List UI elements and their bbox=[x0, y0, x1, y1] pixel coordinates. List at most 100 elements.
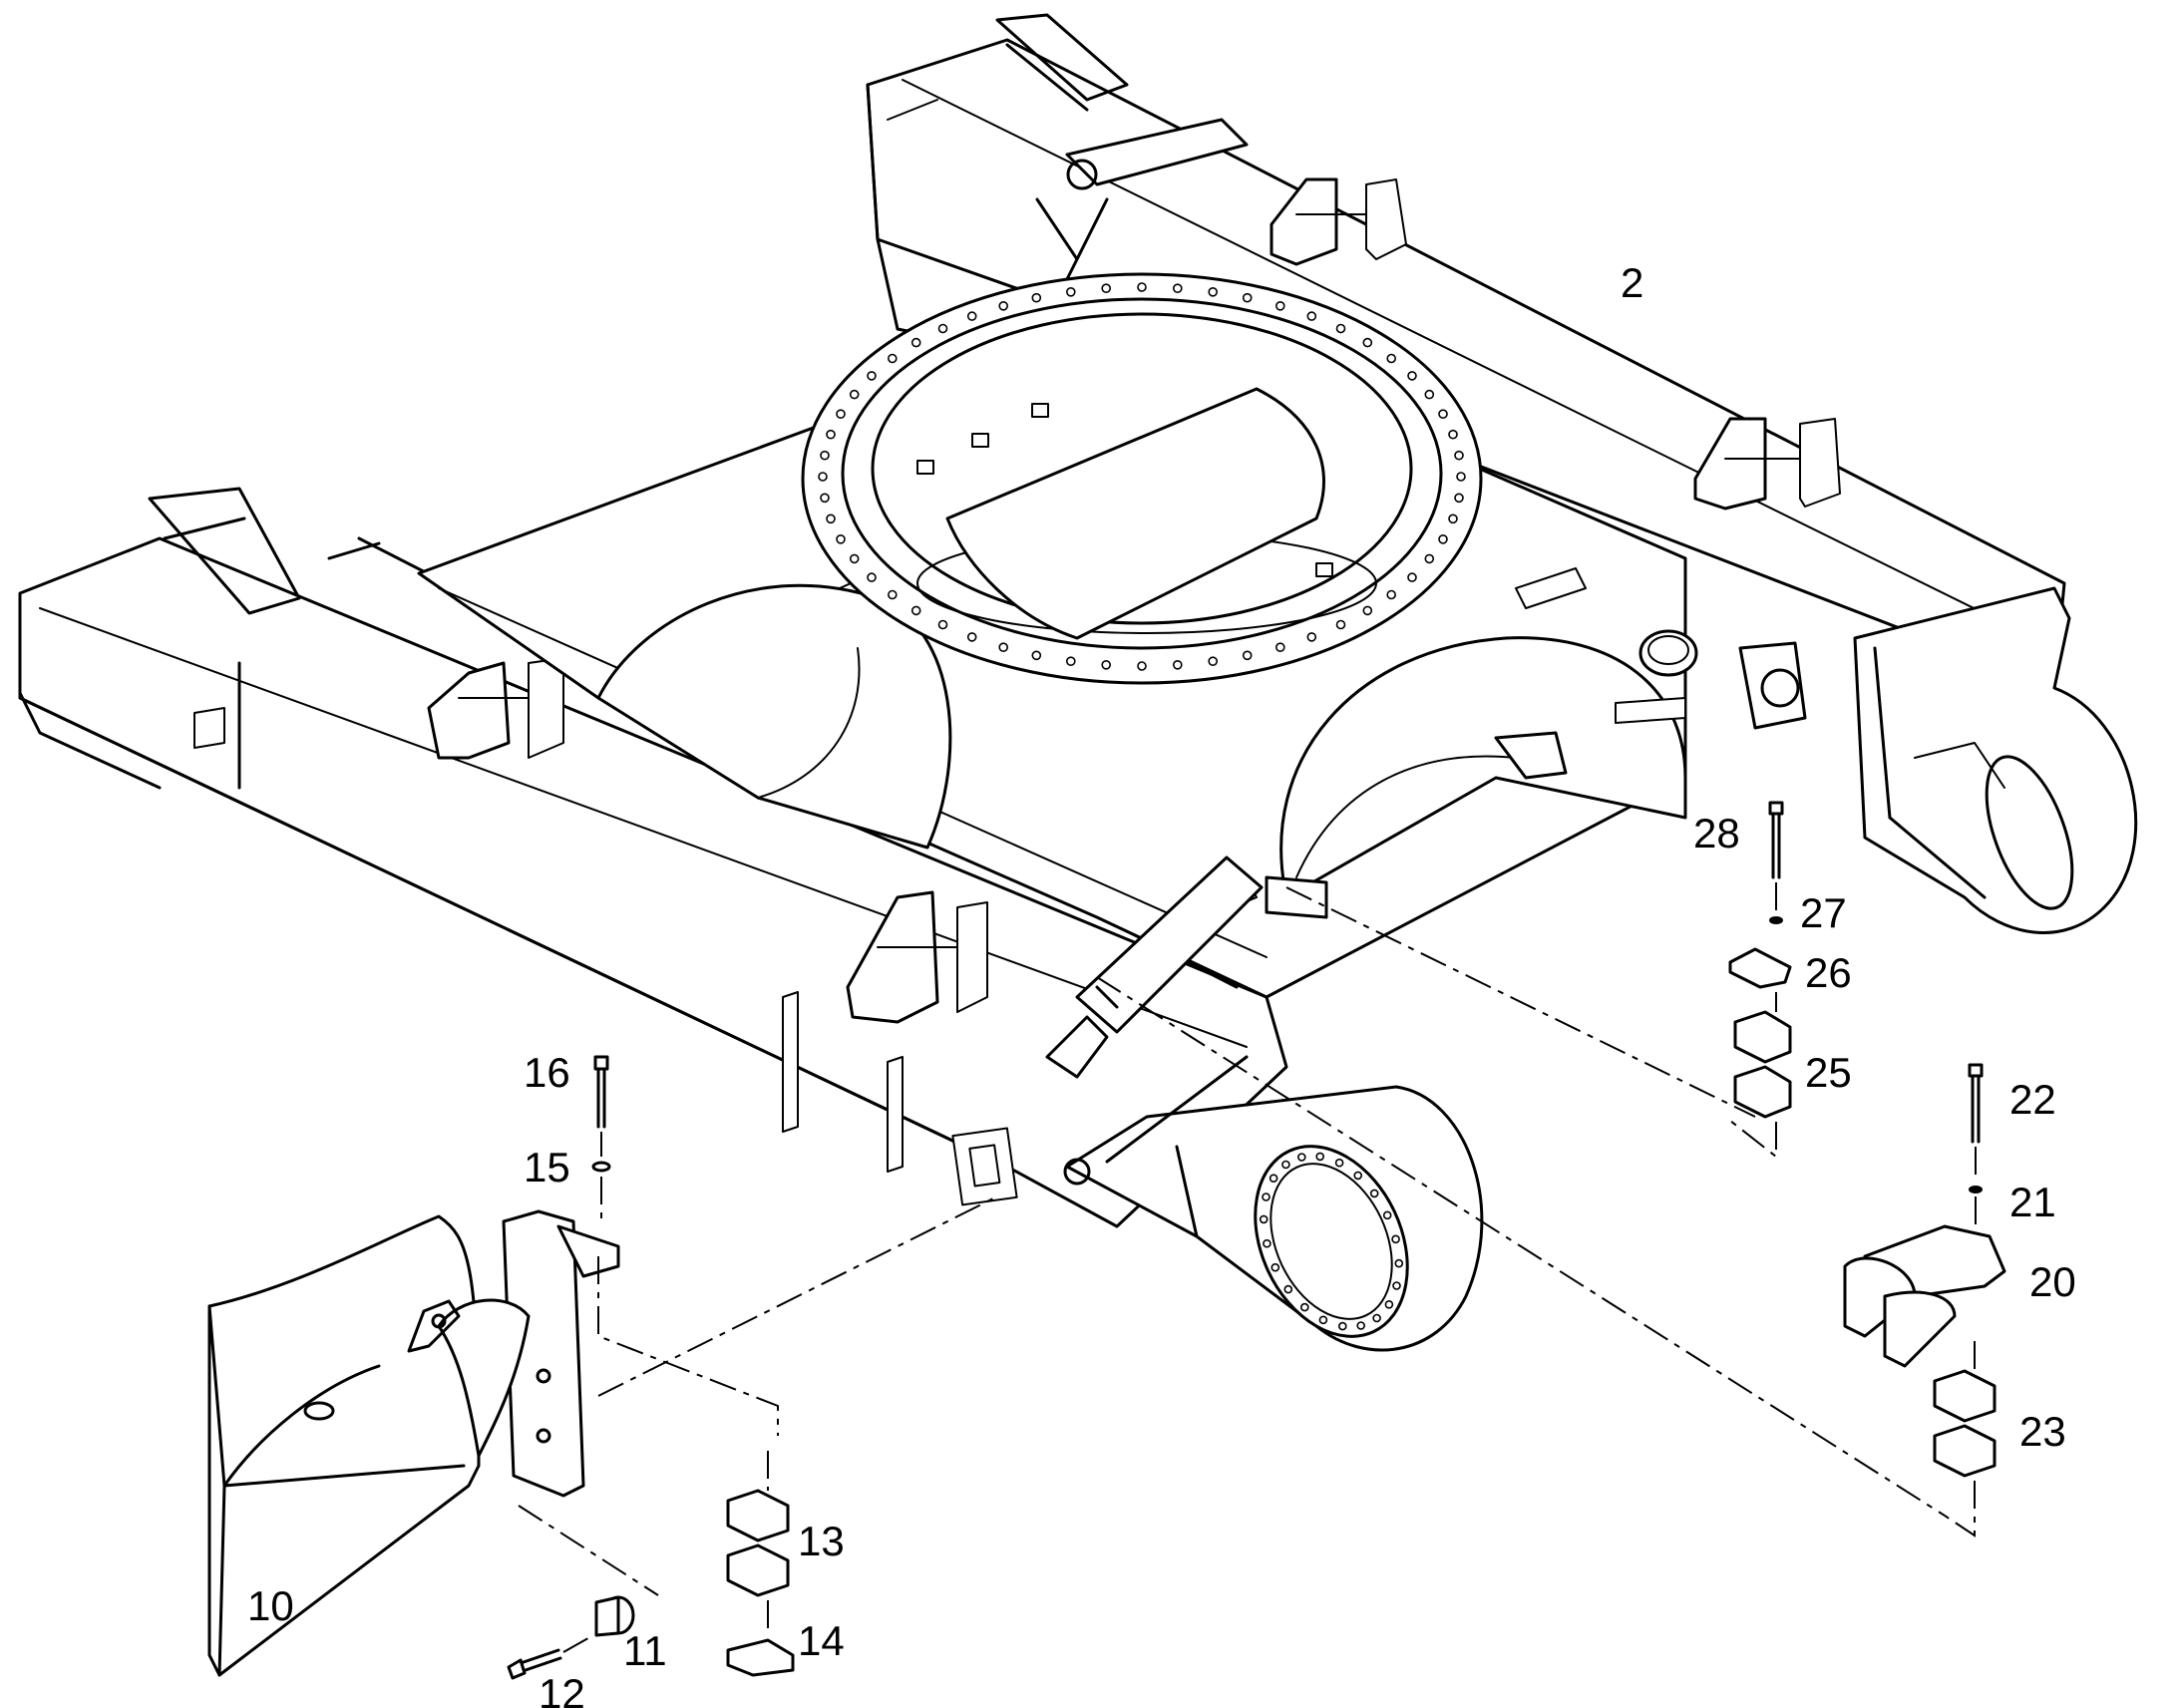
bolt-hole bbox=[1306, 632, 1317, 642]
bolt-hole bbox=[1424, 389, 1435, 400]
callout-16: 16 bbox=[524, 1049, 570, 1096]
track-guide-bracket bbox=[1270, 177, 1407, 266]
bolt-hole bbox=[826, 513, 836, 524]
bolt-hole bbox=[1438, 533, 1448, 544]
bolt-hole bbox=[1269, 1174, 1278, 1183]
bolt-hole bbox=[1335, 323, 1346, 334]
bolt-16 bbox=[593, 1055, 609, 1129]
guide-20 bbox=[1843, 1224, 2006, 1368]
bolt-hole bbox=[1242, 650, 1253, 661]
bolt-28 bbox=[1768, 801, 1784, 879]
bolt-hole bbox=[1454, 493, 1464, 504]
front-sprocket-housing bbox=[1063, 1055, 1484, 1352]
front-track-frame bbox=[18, 487, 1288, 1228]
bolt-hole bbox=[1101, 283, 1111, 294]
callout-15: 15 bbox=[524, 1144, 570, 1191]
bolt-hole bbox=[849, 389, 860, 400]
bolt-hole bbox=[1448, 429, 1458, 440]
bolt-hole bbox=[1356, 1321, 1365, 1330]
bolt-hole bbox=[867, 371, 877, 381]
callout-27: 27 bbox=[1800, 889, 1847, 936]
bolt-hole bbox=[1137, 282, 1147, 292]
rear-idler-housing bbox=[1853, 586, 2138, 934]
bolt-hole bbox=[1242, 292, 1253, 303]
bolt-hole bbox=[1438, 409, 1448, 420]
bolt-hole bbox=[818, 472, 828, 482]
bolt-hole bbox=[1318, 1315, 1328, 1325]
bolt-hole bbox=[998, 642, 1009, 653]
bolt-hole bbox=[1031, 292, 1042, 303]
bolt-hole bbox=[966, 311, 977, 321]
bolt-hole bbox=[1454, 450, 1464, 461]
bolt-hole bbox=[836, 409, 846, 420]
ring-bolt-holes bbox=[818, 282, 1466, 671]
bolt-hole bbox=[1283, 1284, 1293, 1294]
bolt-hole bbox=[1281, 1160, 1290, 1170]
washer-15 bbox=[591, 1161, 611, 1173]
plate-26 bbox=[1728, 947, 1792, 989]
callout-22: 22 bbox=[2009, 1076, 2056, 1123]
callout-12: 12 bbox=[539, 1670, 585, 1708]
bolt-hole bbox=[1386, 353, 1396, 364]
bolt-hole bbox=[1386, 589, 1396, 600]
slewing-ring bbox=[801, 272, 1483, 685]
callout-10: 10 bbox=[247, 1582, 294, 1629]
bolt-hole bbox=[1297, 1153, 1306, 1162]
track-guard-10 bbox=[207, 1209, 620, 1677]
bolt-hole bbox=[1262, 1193, 1271, 1201]
callout-14: 14 bbox=[798, 1617, 845, 1664]
bolt-hole bbox=[1362, 337, 1373, 348]
clamp-14 bbox=[726, 1638, 795, 1677]
bolt-hole bbox=[1335, 619, 1346, 630]
bolt-hole bbox=[937, 323, 948, 334]
bushing-11 bbox=[594, 1595, 635, 1637]
bolt-hole bbox=[1448, 513, 1458, 524]
track-adjuster-cylinder bbox=[1045, 855, 1328, 1079]
bolt-hole bbox=[1031, 650, 1042, 661]
bolt-hole bbox=[1362, 605, 1373, 616]
track-guide-bracket bbox=[846, 890, 988, 1024]
bolt-hole bbox=[1275, 642, 1285, 653]
bolt-hole bbox=[1208, 656, 1218, 667]
bolt-hole bbox=[1173, 283, 1183, 294]
bolt-12 bbox=[507, 1634, 594, 1680]
clamp-13 bbox=[726, 1451, 790, 1635]
bolt-hole bbox=[887, 589, 898, 600]
callout-21: 21 bbox=[2009, 1179, 2056, 1225]
bolt-hole bbox=[1424, 553, 1435, 564]
bolt-hole bbox=[1407, 371, 1417, 381]
bolt-hole bbox=[937, 619, 948, 630]
bolt-hole bbox=[836, 533, 846, 544]
bolt-hole bbox=[1137, 661, 1147, 671]
bolt-hole bbox=[820, 450, 830, 461]
bolt-hole bbox=[1275, 300, 1285, 311]
bolt-hole bbox=[867, 572, 877, 582]
bolt-hole bbox=[1259, 1214, 1269, 1224]
clamp-25 bbox=[1733, 1010, 1792, 1119]
bolt-hole bbox=[849, 553, 860, 564]
bolt-hole bbox=[1338, 1321, 1347, 1331]
bolt-hole bbox=[1300, 1302, 1309, 1312]
callout-20: 20 bbox=[2029, 1258, 2076, 1305]
bolt-hole bbox=[1382, 1210, 1392, 1220]
washer-21 bbox=[1969, 1186, 1983, 1194]
bolt-hole bbox=[1334, 1158, 1344, 1168]
bolt-hole bbox=[1384, 1300, 1394, 1309]
bolt-hole bbox=[1353, 1171, 1362, 1181]
callout-28: 28 bbox=[1693, 810, 1740, 856]
callout-11: 11 bbox=[623, 1627, 667, 1674]
callout-23: 23 bbox=[2019, 1408, 2066, 1455]
bolt-hole bbox=[1407, 572, 1417, 582]
track-guide-bracket bbox=[427, 657, 564, 760]
bolt-hole bbox=[966, 632, 977, 642]
bolt-hole bbox=[910, 605, 921, 616]
callout-labels: 2 10 11 12 13 14 15 16 20 21 22 23 25 26… bbox=[247, 259, 2076, 1708]
bolt-hole bbox=[1391, 1234, 1400, 1244]
callout-25: 25 bbox=[1805, 1049, 1852, 1096]
bolt-hole bbox=[1101, 659, 1111, 670]
bolt-22 bbox=[1968, 1063, 1984, 1144]
bolt-hole bbox=[1369, 1189, 1379, 1198]
sprocket-bolt-holes bbox=[1259, 1152, 1404, 1331]
bolt-hole bbox=[1173, 659, 1183, 670]
